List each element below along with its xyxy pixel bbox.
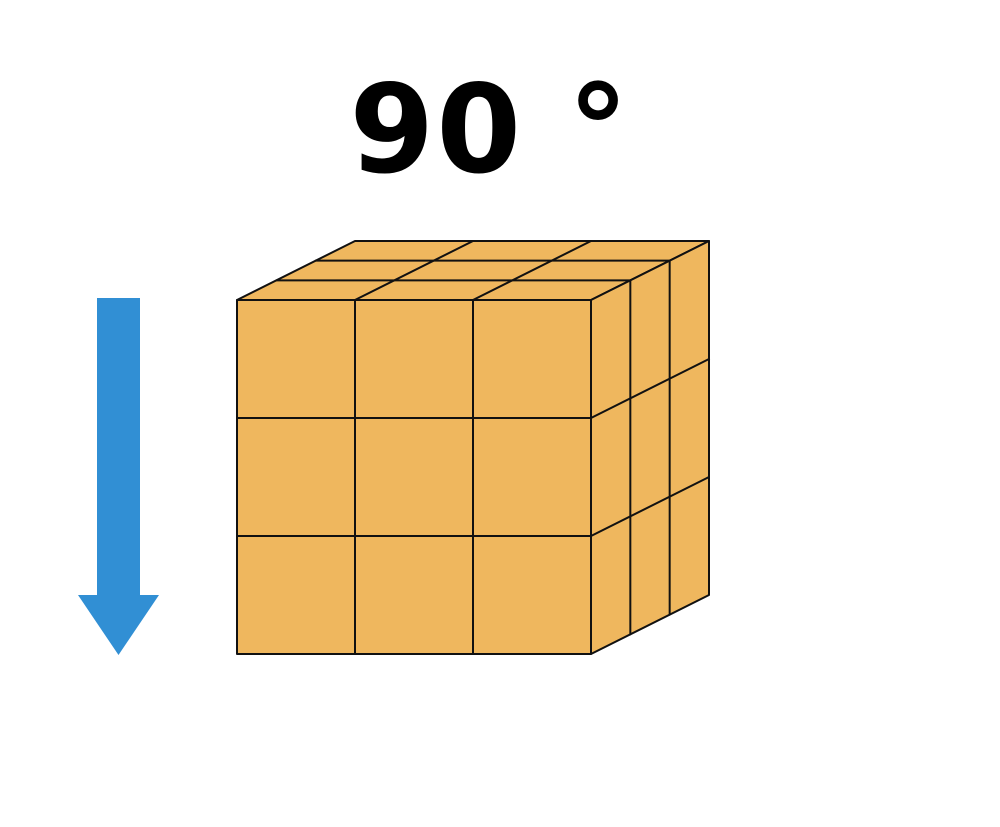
- right-grid-line-horizontal: [590, 358, 710, 419]
- rubiks-cube: [236, 240, 710, 655]
- top-grid-line-depth: [472, 240, 592, 301]
- cube-right-face: [590, 240, 710, 655]
- arrow-head: [78, 595, 159, 655]
- top-grid-line-depth: [354, 240, 474, 301]
- arrow-shaft: [97, 298, 140, 598]
- right-grid-line-horizontal: [590, 476, 710, 537]
- cube-front-face: [236, 299, 592, 655]
- cube-grid-lines: [236, 240, 710, 655]
- rotation-angle-label: 90 °: [349, 59, 631, 201]
- down-arrow-icon: [78, 298, 159, 655]
